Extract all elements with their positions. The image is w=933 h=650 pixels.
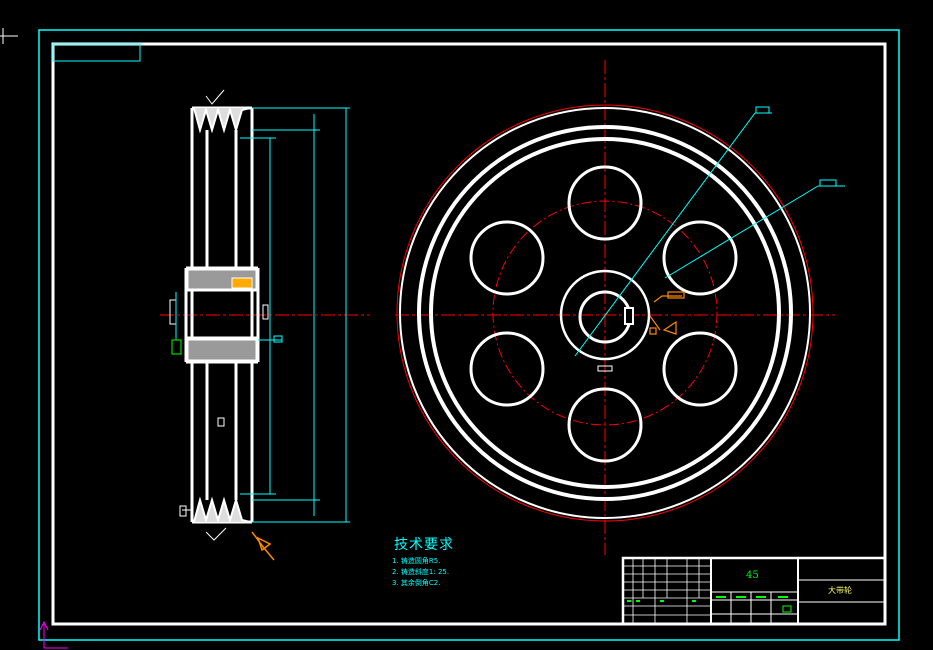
groove-bottom xyxy=(193,496,251,524)
title-block-grid xyxy=(623,558,711,624)
web-hole-bottom xyxy=(567,387,643,463)
section-outline xyxy=(184,106,260,524)
bolt-circle xyxy=(492,200,718,426)
outer-frame xyxy=(38,29,900,641)
chamfer-callout xyxy=(251,531,275,561)
corner-code-box xyxy=(52,43,141,62)
rim-circle-outer xyxy=(417,125,793,501)
pulley-section-view xyxy=(160,89,370,561)
title-block-part-name: 大带轮 xyxy=(828,586,852,595)
technical-requirement-2: 2. 铸造斜度1: 25. xyxy=(392,568,450,576)
diameter-dimensions xyxy=(175,107,350,523)
technical-requirement-3: 3. 其余倒角C2. xyxy=(392,579,441,587)
title-block-marks xyxy=(627,596,792,613)
web-hole-top xyxy=(567,165,643,241)
bore-keyway xyxy=(624,307,634,325)
groove-top xyxy=(193,106,251,134)
outer-diameter-circle xyxy=(399,107,811,519)
rim-circle-inner xyxy=(429,137,781,489)
keyway-callouts xyxy=(649,291,685,335)
web-hole-lower-left xyxy=(469,331,545,407)
web-hole-upper-left xyxy=(469,220,545,296)
keyway-mark xyxy=(231,277,253,289)
pulley-front-view xyxy=(395,60,845,555)
web-hole-lower-right xyxy=(662,331,738,407)
web-hole-upper-right xyxy=(662,220,738,296)
roughness-symbol xyxy=(179,89,227,541)
leader-lines xyxy=(574,106,845,357)
datum-a-box xyxy=(171,339,182,355)
ucs-icon xyxy=(39,620,68,649)
hub-section-bottom xyxy=(187,339,257,361)
technical-requirements-title: 技术要求 xyxy=(394,537,454,553)
inner-border xyxy=(51,42,887,626)
hub-circle xyxy=(559,269,651,361)
title-block-material: 45 xyxy=(746,570,759,581)
title-block xyxy=(621,556,887,626)
technical-requirement-1: 1. 铸造圆角R5. xyxy=(392,557,441,565)
pitch-circle-red xyxy=(396,104,814,522)
